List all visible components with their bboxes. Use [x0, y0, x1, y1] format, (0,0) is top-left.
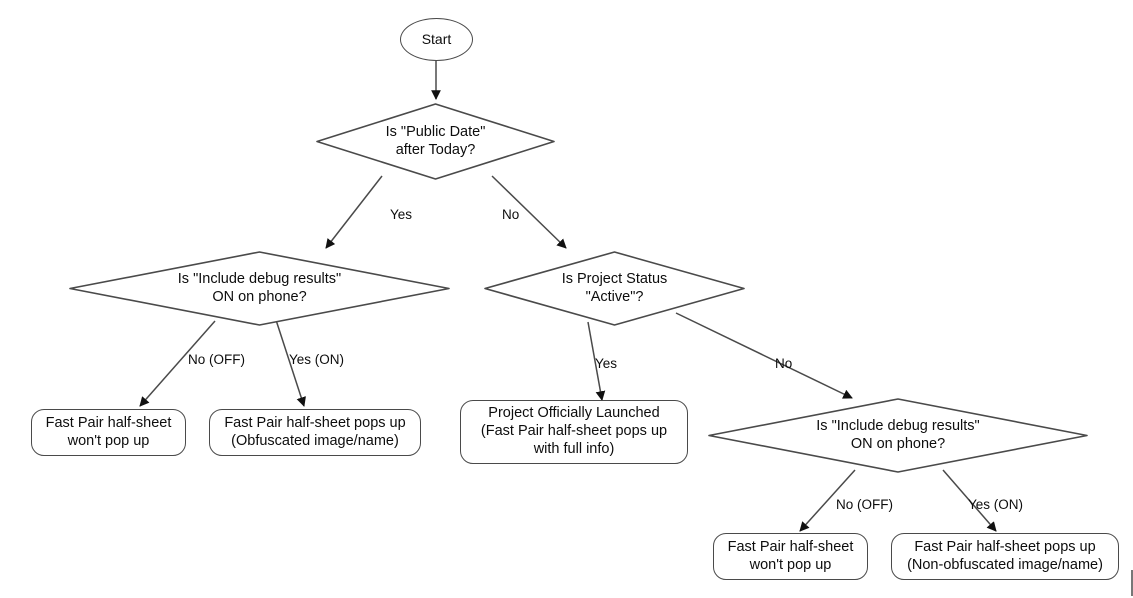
node-start[interactable]: Start — [400, 18, 473, 61]
node-public-date-decision[interactable]: Is "Public Date" after Today? — [315, 102, 556, 181]
node-project-status-decision[interactable]: Is Project Status "Active"? — [483, 250, 746, 327]
node-left-off-result[interactable]: Fast Pair half-sheet won't pop up — [31, 409, 186, 456]
node-launched-result[interactable]: Project Officially Launched (Fast Pair h… — [460, 400, 688, 464]
node-debug-left-label: Is "Include debug results" ON on phone? — [177, 270, 342, 305]
edge-debug-right-on — [942, 469, 997, 532]
edge-debug-left-off — [139, 320, 216, 407]
edge-public-date-no — [491, 175, 567, 249]
node-public-date-label: Is "Public Date" after Today? — [385, 123, 486, 158]
edge-label-public-date-yes: Yes — [390, 207, 413, 222]
node-right-off-result[interactable]: Fast Pair half-sheet won't pop up — [713, 533, 868, 580]
node-right-off-label: Fast Pair half-sheet won't pop up — [727, 538, 854, 573]
edge-project-status-yes — [587, 321, 606, 401]
node-left-off-label: Fast Pair half-sheet won't pop up — [45, 414, 172, 449]
node-left-on-result[interactable]: Fast Pair half-sheet pops up (Obfuscated… — [209, 409, 421, 456]
node-right-on-result[interactable]: Fast Pair half-sheet pops up (Non-obfusc… — [891, 533, 1119, 580]
diamond-shape — [316, 103, 555, 180]
edge-project-status-no — [675, 312, 853, 399]
node-debug-right-decision[interactable]: Is "Include debug results" ON on phone? — [707, 397, 1089, 474]
edge-debug-left-on — [275, 319, 306, 407]
edge-public-date-yes — [325, 175, 383, 249]
edge-label-public-date-no: No — [502, 207, 520, 222]
node-launched-label: Project Officially Launched (Fast Pair h… — [480, 405, 668, 457]
node-right-on-label: Fast Pair half-sheet pops up (Non-obfusc… — [907, 538, 1103, 573]
edge-label-debug-right-off: No (OFF) — [836, 497, 893, 512]
diamond-shape — [69, 251, 450, 326]
edge-label-project-status-no: No — [775, 356, 793, 371]
diamond-shape — [708, 398, 1088, 473]
edge-debug-right-off — [799, 469, 856, 532]
node-debug-left-decision[interactable]: Is "Include debug results" ON on phone? — [68, 250, 451, 327]
edge-label-debug-left-on: Yes (ON) — [289, 352, 345, 367]
page-edge-marker — [1131, 570, 1133, 596]
diamond-shape — [484, 251, 745, 326]
edge-label-project-status-yes: Yes — [595, 356, 618, 371]
node-debug-right-label: Is "Include debug results" ON on phone? — [816, 417, 980, 452]
edge-label-debug-right-on: Yes (ON) — [968, 497, 1024, 512]
node-left-on-label: Fast Pair half-sheet pops up (Obfuscated… — [224, 414, 406, 449]
edge-label-debug-left-off: No (OFF) — [188, 352, 245, 367]
node-project-status-label: Is Project Status "Active"? — [561, 270, 668, 305]
node-start-label: Start — [421, 30, 452, 47]
